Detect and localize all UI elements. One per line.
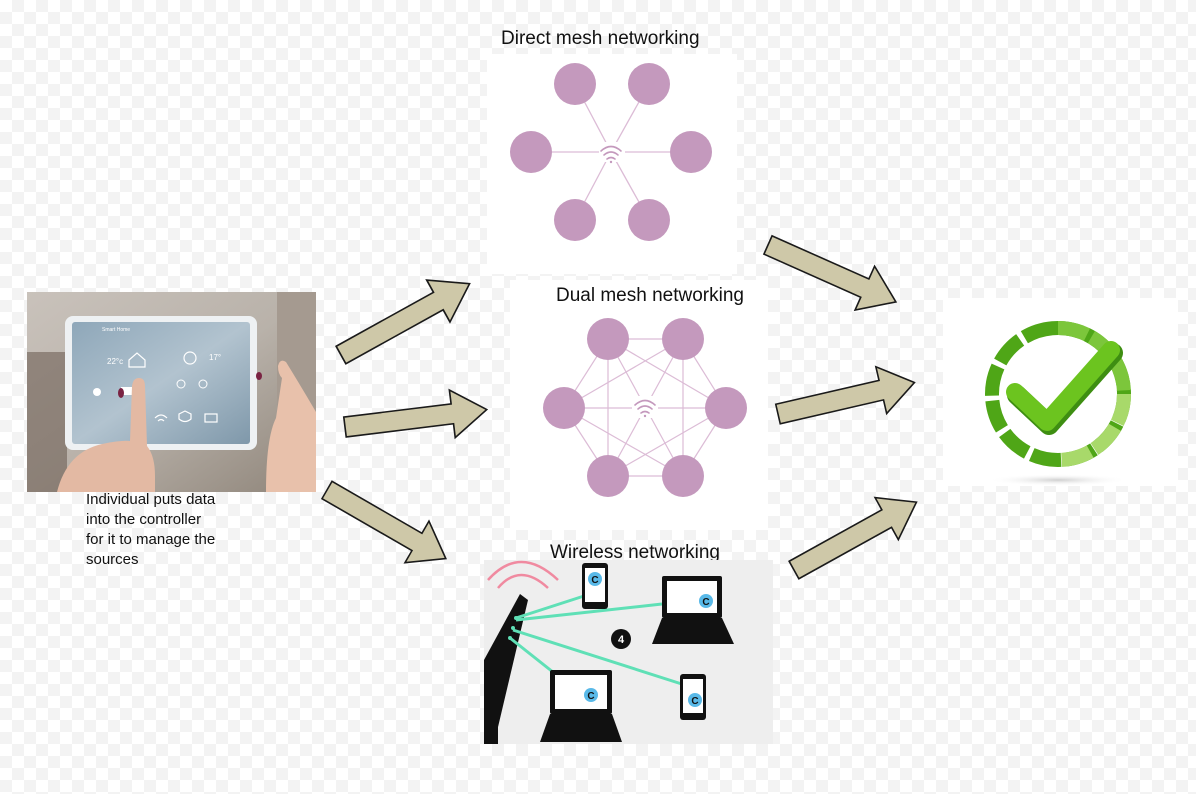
tablet-outdoor-temp: 17°	[209, 353, 221, 362]
mesh-node-icon	[587, 318, 629, 360]
mesh-node-icon	[543, 387, 585, 429]
device-badge: C	[591, 575, 598, 586]
dual-mesh-label: Dual mesh networking	[556, 285, 744, 306]
laptop-icon: C	[540, 670, 622, 742]
mesh-node-icon	[670, 131, 712, 173]
controller-caption: Individual puts data into the controller…	[86, 490, 215, 570]
flow-arrow-icon	[314, 468, 459, 581]
wireless-diagram: C C 4 C C	[484, 560, 773, 744]
controller-tablet-photo: Smart Home 22°c 17°	[27, 292, 316, 492]
direct-mesh-label: Direct mesh networking	[501, 28, 700, 49]
caption-line: Individual puts data	[86, 491, 216, 508]
direct-mesh-diagram	[487, 54, 737, 274]
mesh-node-icon	[705, 387, 747, 429]
caption-line: for it to manage the	[86, 531, 216, 548]
wifi-icon	[600, 145, 622, 164]
flow-arrow-icon	[757, 222, 907, 325]
mesh-node-icon	[554, 63, 596, 105]
dual-mesh-diagram	[510, 280, 768, 530]
mesh-node-icon	[662, 318, 704, 360]
mesh-node-icon	[510, 131, 552, 173]
device-badge: C	[691, 696, 698, 707]
smartphone-icon: C	[680, 674, 706, 720]
tablet-indoor-temp: 22°c	[107, 357, 123, 366]
wireless-label: Wireless networking	[550, 542, 720, 563]
mesh-node-icon	[554, 199, 596, 241]
mesh-node-icon	[628, 63, 670, 105]
smartphone-icon: C	[582, 563, 608, 609]
wifi-icon	[634, 399, 656, 418]
caption-line: into the controller	[86, 511, 202, 528]
flow-arrow-icon	[771, 358, 921, 439]
flow-arrow-icon	[328, 261, 483, 377]
mesh-node-icon	[662, 455, 704, 497]
device-badge: C	[587, 691, 594, 702]
laptop-icon: C	[652, 576, 734, 644]
success-check-panel	[943, 298, 1178, 486]
step-badge: 4	[618, 634, 625, 646]
tablet-title: Smart Home	[102, 327, 130, 333]
mesh-node-icon	[628, 199, 670, 241]
mesh-node-icon	[587, 455, 629, 497]
flow-arrow-icon	[341, 384, 491, 452]
check-circle-icon	[985, 321, 1131, 486]
device-badge: C	[702, 597, 709, 608]
caption-line: sources	[86, 551, 139, 568]
flow-arrow-icon	[781, 480, 929, 592]
